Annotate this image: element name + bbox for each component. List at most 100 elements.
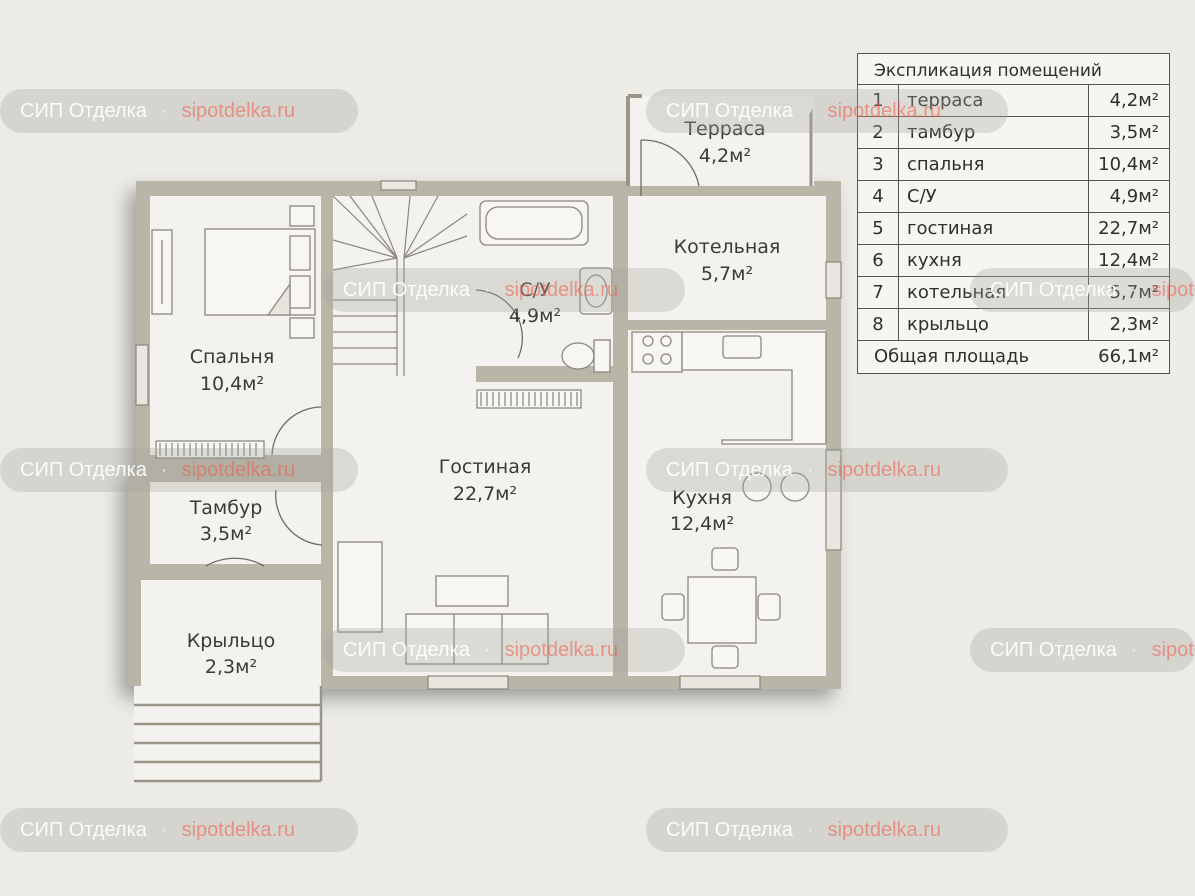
armchair <box>337 541 383 633</box>
row-number: 7 <box>858 277 899 308</box>
row-name: С/У <box>899 181 1089 212</box>
row-name: крыльцо <box>899 309 1089 340</box>
watermark-brand: СИП Отделка <box>666 459 793 481</box>
row-area: 4,2м² <box>1109 90 1159 111</box>
label-porch-area: 2,3м² <box>205 656 257 678</box>
row-name: котельная <box>899 277 1089 308</box>
watermark-dot: · <box>1130 279 1138 301</box>
label-living-area: 22,7м² <box>453 483 517 505</box>
row-number: 6 <box>858 245 899 276</box>
label-vestibule-area: 3,5м² <box>200 523 252 545</box>
row-area: 2,3м² <box>1109 314 1159 335</box>
row-number: 3 <box>858 149 899 180</box>
watermark: СИП Отделка · sipotdelka.ru <box>970 268 1195 312</box>
watermark-dot: · <box>806 819 814 841</box>
row-name: спальня <box>899 149 1089 180</box>
watermark-dot: · <box>160 100 168 122</box>
watermark: СИП Отделка · sipotdelka.ru <box>323 628 685 672</box>
watermark-url: sipotdelka.ru <box>827 819 941 841</box>
watermark-url: sipotdelka.ru <box>181 100 295 122</box>
label-porch: Крыльцо <box>187 630 275 652</box>
windows <box>135 180 842 690</box>
label-boiler-area: 5,7м² <box>701 263 753 285</box>
label-vestibule: Тамбур <box>189 497 263 519</box>
nightstand <box>289 205 315 227</box>
watermark-url: sipotdelka.ru <box>1151 279 1195 301</box>
row-name: тамбур <box>899 117 1089 148</box>
row-area: 22,7м² <box>1098 218 1159 239</box>
living-furniture <box>337 541 549 665</box>
total-area: 66,1м² <box>1098 346 1159 367</box>
watermark-brand: СИП Отделка <box>20 459 147 481</box>
watermark-brand: СИП Отделка <box>666 819 793 841</box>
watermark-dot: · <box>806 100 814 122</box>
nightstand <box>289 317 315 339</box>
row-number: 8 <box>858 309 899 340</box>
row-name: кухня <box>899 245 1089 276</box>
row-area: 5,7м² <box>1109 282 1159 303</box>
watermark-brand: СИП Отделка <box>990 279 1117 301</box>
watermark-url: sipotdelka.ru <box>827 459 941 481</box>
floor-vestibule <box>150 482 321 564</box>
watermark-dot: · <box>160 459 168 481</box>
row-area: 3,5м² <box>1109 122 1159 143</box>
label-kitchen-area: 12,4м² <box>670 513 734 535</box>
label-kitchen: Кухня <box>672 487 732 509</box>
bathroom-fixtures <box>479 200 613 373</box>
watermark-dot: · <box>483 639 491 661</box>
watermark: СИП Отделка·sipotdelka.ru <box>0 89 358 133</box>
watermark-url: sipotdelka.ru <box>504 279 618 301</box>
label-bedroom: Спальня <box>190 346 275 368</box>
row-number: 4 <box>858 181 899 212</box>
bedroom-furniture <box>151 205 316 339</box>
watermark-brand: СИП Отделка <box>990 639 1117 661</box>
watermark-url: sipotdelka.ru <box>1151 639 1195 661</box>
sofa <box>405 613 549 665</box>
row-number: 5 <box>858 213 899 244</box>
coffee-table <box>435 575 509 607</box>
watermark-url: sipotdelka.ru <box>504 639 618 661</box>
row-number: 2 <box>858 117 899 148</box>
watermark: СИП Отделка · sipotdelka.ru <box>0 448 358 492</box>
bar-stool <box>780 472 810 502</box>
label-terrace-area: 4,2м² <box>699 145 751 167</box>
row-area: 4,9м² <box>1109 186 1159 207</box>
porch-steps <box>134 686 323 783</box>
floor-boiler <box>628 196 826 320</box>
watermark-brand: СИП Отделка <box>343 639 470 661</box>
watermark: СИП Отделка · sipotdelka.ru <box>646 89 1008 133</box>
watermark-dot: · <box>1130 639 1138 661</box>
watermark-dot: · <box>483 279 491 301</box>
watermark-dot: · <box>806 459 814 481</box>
dining-table <box>687 576 757 644</box>
watermark-brand: СИП Отделка <box>666 100 793 122</box>
watermark: СИП Отделка · sipotdelka.ru <box>646 808 1008 852</box>
watermark: СИП Отделка·sipotdelka.ru <box>0 808 358 852</box>
label-boiler: Котельная <box>674 236 781 258</box>
watermark-brand: СИП Отделка <box>20 819 147 841</box>
watermark: СИП Отделка · sipotdelka.ru <box>970 628 1195 672</box>
watermark-url: sipotdelka.ru <box>181 459 295 481</box>
label-terrace: Терраса <box>683 118 765 140</box>
kitchen-counter <box>681 331 827 445</box>
label-living: Гостиная <box>439 456 532 478</box>
watermark: СИП Отделка · sipotdelka.ru <box>646 448 1008 492</box>
label-bedroom-area: 10,4м² <box>200 373 264 395</box>
row-number: 1 <box>858 85 899 116</box>
doors <box>205 139 700 567</box>
kitchen-furniture <box>631 331 827 669</box>
row-name: терраса <box>899 85 1089 116</box>
row-area: 10,4м² <box>1098 154 1159 175</box>
room-labels: Терраса 4,2м² Котельная 5,7м² С/У 4,9м² … <box>187 118 781 678</box>
label-bathroom-area: 4,9м² <box>509 305 561 327</box>
terrace <box>626 94 814 186</box>
watermark-brand: СИП Отделка <box>343 279 470 301</box>
watermark-url: sipotdelka.ru <box>827 100 941 122</box>
